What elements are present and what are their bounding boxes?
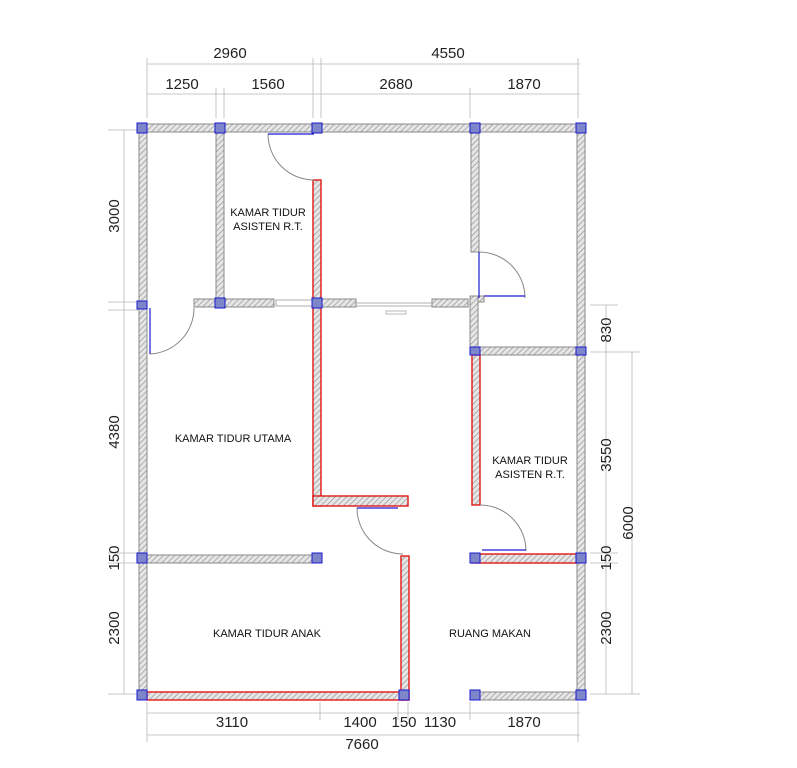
new-wall-makan-top	[471, 553, 578, 564]
door-swing-arc	[478, 251, 526, 299]
wall-left	[138, 123, 148, 701]
dim-bottom-150: 150	[391, 714, 416, 731]
column	[469, 552, 481, 564]
dim-top-2960: 2960	[213, 45, 246, 62]
wall-top	[138, 123, 586, 133]
dim-right-830: 830	[598, 317, 615, 342]
dim-left-3000: 3000	[106, 199, 123, 232]
dim-left-4380: 4380	[106, 415, 123, 448]
dim-bottom-3110: 3110	[216, 714, 248, 731]
door-swing-arc	[356, 507, 404, 555]
window-panel-1	[275, 299, 313, 307]
new-wall-center-horizontal	[312, 495, 409, 507]
room-label-asisten-1-line2: ASISTEN R.T.	[233, 221, 303, 233]
new-wall-asisten2-left	[471, 354, 481, 506]
door-swing-arc	[479, 504, 527, 552]
dimension-lines	[108, 58, 640, 742]
dim-top-1250: 1250	[165, 76, 198, 93]
wall-anak-top	[146, 554, 318, 564]
dim-bottom-7660: 7660	[345, 736, 378, 753]
dim-right-3550: 3550	[598, 438, 615, 471]
wall-right-upper	[470, 131, 480, 253]
column	[575, 122, 587, 134]
dim-left-150: 150	[106, 545, 123, 570]
doors	[149, 133, 527, 555]
dim-top-1870: 1870	[507, 76, 540, 93]
room-label-asisten-1-line1: KAMAR TIDUR	[230, 207, 306, 219]
room-labels: KAMAR TIDUR ASISTEN R.T. KAMAR TIDUR UTA…	[175, 207, 568, 640]
dim-top-1560: 1560	[251, 76, 284, 93]
wall-bottom-right	[469, 691, 586, 701]
column	[136, 552, 148, 564]
column	[469, 346, 481, 356]
column	[469, 689, 481, 701]
dim-bottom-1400: 1400	[343, 714, 376, 731]
door-swing-arc	[149, 307, 195, 355]
column	[311, 552, 323, 564]
column	[136, 689, 148, 701]
column	[136, 300, 148, 310]
room-label-asisten-2-line1: KAMAR TIDUR	[492, 455, 568, 467]
dimension-texts: 2960 4550 1250 1560 2680 1870 3000 4380 …	[106, 45, 637, 753]
dim-top-4550: 4550	[431, 45, 464, 62]
column	[214, 122, 226, 134]
column	[575, 552, 587, 564]
new-wall-center-vertical	[312, 179, 322, 507]
window-panel-3	[431, 298, 469, 308]
column	[469, 122, 481, 134]
wall-right-h-stub	[477, 295, 485, 303]
new-wall-bottom-left	[146, 691, 410, 701]
column	[136, 122, 148, 134]
door-swing-arc	[267, 133, 315, 181]
room-label-kamar-utama: KAMAR TIDUR UTAMA	[175, 433, 292, 445]
window-panel-2	[321, 298, 357, 308]
dim-right-150: 150	[598, 545, 615, 570]
room-label-kamar-anak: KAMAR TIDUR ANAK	[213, 628, 322, 640]
room-label-ruang-makan: RUANG MAKAN	[449, 628, 531, 640]
columns	[136, 122, 587, 701]
column	[214, 297, 226, 309]
room-label-asisten-2-line2: ASISTEN R.T.	[495, 469, 565, 481]
wall-mid-horizontal-1	[193, 298, 275, 308]
walls	[138, 123, 586, 701]
wall-right	[576, 123, 586, 701]
column	[311, 122, 323, 134]
dim-bottom-1130: 1130	[424, 714, 456, 731]
wall-asisten1-left	[215, 131, 225, 307]
dim-bottom-1870: 1870	[507, 714, 540, 731]
column	[575, 689, 587, 701]
new-wall-anak-right	[400, 555, 410, 701]
dim-left-2300: 2300	[106, 611, 123, 644]
column	[575, 346, 587, 356]
column	[311, 297, 323, 309]
dim-top-2680: 2680	[379, 76, 412, 93]
dim-right-2300: 2300	[598, 611, 615, 644]
wall-right-stub	[469, 295, 479, 353]
wall-asisten2-top	[470, 346, 586, 356]
dim-right-6000: 6000	[620, 506, 637, 539]
column	[398, 689, 410, 701]
